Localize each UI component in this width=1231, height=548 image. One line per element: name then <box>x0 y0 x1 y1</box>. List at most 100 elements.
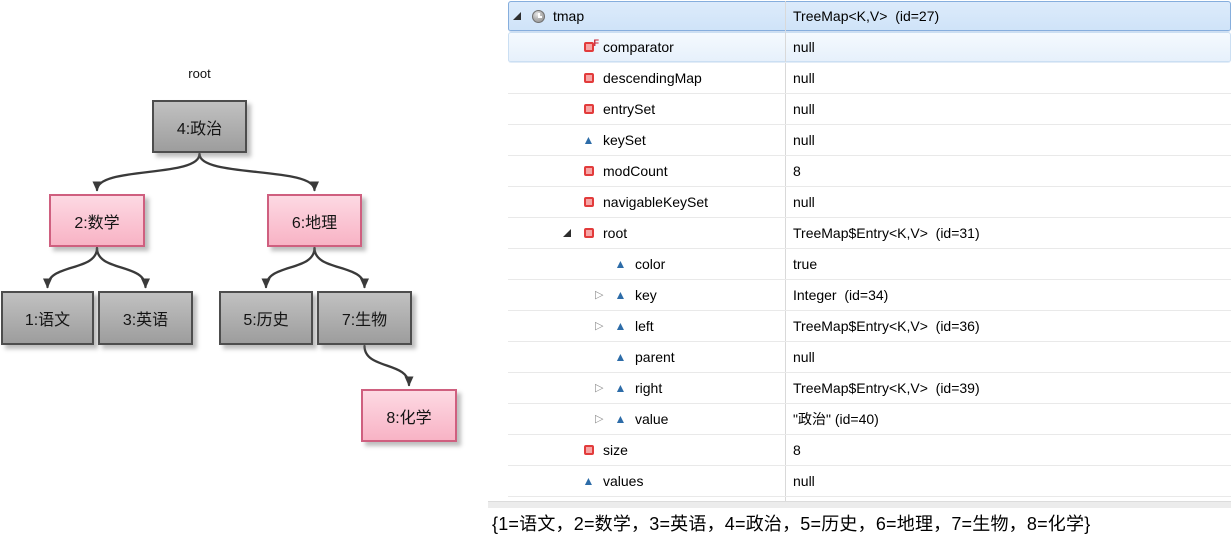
variable-name: entrySet <box>603 101 656 117</box>
detail-pane-divider[interactable] <box>488 501 1231 508</box>
tree-node-label: 4:政治 <box>176 120 223 138</box>
tree-node-n6: 6:地理 <box>267 194 362 247</box>
variable-value: null <box>785 466 1231 496</box>
protected-field-icon: ▲ <box>614 257 627 271</box>
collapsed-arrow-icon[interactable]: ▷ <box>595 412 604 425</box>
protected-field-icon: ▲ <box>614 288 627 302</box>
variable-name: descendingMap <box>603 70 702 86</box>
tree-edge <box>95 246 150 289</box>
variable-name-cell: ▷ ▲ value <box>508 404 785 434</box>
tree-node-label: 7:生物 <box>341 312 388 329</box>
variable-name: comparator <box>603 39 674 55</box>
private-field-icon <box>580 73 597 83</box>
variable-row-entrySet[interactable]: entrySet null <box>508 94 1231 125</box>
private-field-icon <box>580 228 597 238</box>
variable-value: null <box>785 125 1231 155</box>
variable-name-cell: ▷ ▲ right <box>508 373 785 403</box>
tree-node-label: 5:历史 <box>243 312 289 329</box>
detail-pane[interactable]: {1=语文，2=数学，3=英语，4=政治，5=历史，6=地理，7=生物，8=化学… <box>492 510 1227 536</box>
variable-value: true <box>785 249 1231 279</box>
variable-name: key <box>635 287 657 303</box>
variable-value: null <box>785 32 1231 62</box>
variable-value: 8 <box>785 156 1231 186</box>
variable-name-cell: ▲keySet <box>508 125 785 155</box>
collapsed-arrow-icon[interactable]: ▷ <box>595 381 604 394</box>
variable-name-cell: ▲parent <box>508 342 785 372</box>
protected-field-icon: ▲ <box>614 412 627 426</box>
protected-field-icon: ▲ <box>614 381 627 395</box>
variable-name: color <box>635 256 666 272</box>
variable-name-cell: modCount <box>508 156 785 186</box>
tree-node-n2: 2:数学 <box>49 194 145 247</box>
variable-value: null <box>785 342 1231 372</box>
expanded-arrow-icon[interactable] <box>560 229 580 237</box>
variable-row-key[interactable]: ▷ ▲ key Integer (id=34) <box>508 280 1231 311</box>
variable-name-cell: ▲ values <box>508 466 785 496</box>
collapsed-arrow-icon[interactable]: ▷ <box>595 288 604 301</box>
variable-name-cell: size <box>508 435 785 465</box>
diagram-edges <box>43 152 414 387</box>
local-variable-clock-icon <box>530 9 547 23</box>
tree-edge <box>261 246 316 289</box>
variable-value: TreeMap$Entry<K,V> (id=36) <box>785 311 1231 341</box>
variable-name-cell: navigableKeySet <box>508 187 785 217</box>
tree-node-n5: 5:历史 <box>219 291 313 345</box>
tree-edge <box>313 246 369 289</box>
tree-node-label: 1:语文 <box>24 312 71 329</box>
variable-name: value <box>635 411 669 427</box>
private-field-icon <box>580 197 597 207</box>
tree-node-label: 3:英语 <box>122 312 169 329</box>
variable-name: tmap <box>553 8 585 24</box>
protected-field-icon: ▲ <box>614 319 627 333</box>
variable-row-navigableKeySet[interactable]: navigableKeySet null <box>508 187 1231 218</box>
protected-field-icon: ▲ <box>582 474 595 488</box>
variable-row-color[interactable]: ▲ color true <box>508 249 1231 280</box>
variable-value: "政治" (id=40) <box>785 404 1231 434</box>
variable-name: modCount <box>603 163 668 179</box>
variable-value: null <box>785 94 1231 124</box>
tree-edge <box>43 246 99 289</box>
variable-row-tmap[interactable]: tmap TreeMap<K,V> (id=27) <box>508 1 1231 32</box>
collapsed-arrow-icon[interactable]: ▷ <box>595 319 604 332</box>
column-separator <box>785 497 786 502</box>
variable-name: values <box>603 473 644 489</box>
private-field-icon: F <box>580 39 599 52</box>
variable-row-values[interactable]: ▲ values null <box>508 466 1231 497</box>
variable-name-cell: descendingMap <box>508 63 785 93</box>
private-field-icon <box>580 445 597 455</box>
variable-row-value[interactable]: ▷ ▲ value "政治" (id=40) <box>508 404 1231 435</box>
variable-name-cell: ▷ ▲ key <box>508 280 785 310</box>
variable-row-right[interactable]: ▷ ▲ right TreeMap$Entry<K,V> (id=39) <box>508 373 1231 404</box>
expanded-arrow-icon[interactable] <box>510 12 530 20</box>
variable-name: right <box>635 380 663 396</box>
variable-name-cell: ▷▲left <box>508 311 785 341</box>
tree-edge <box>92 152 201 192</box>
variable-row-modCount[interactable]: modCount 8 <box>508 156 1231 187</box>
variable-name: navigableKeySet <box>603 194 709 210</box>
tree-node-n1: 1:语文 <box>1 291 94 345</box>
tree-edge <box>198 152 319 192</box>
variable-value: null <box>785 187 1231 217</box>
variable-value: 8 <box>785 435 1231 465</box>
variable-value: Integer (id=34) <box>785 280 1231 310</box>
variable-name: parent <box>635 349 675 365</box>
variable-value: TreeMap$Entry<K,V> (id=39) <box>785 373 1231 403</box>
diagram-root-label: root <box>188 66 211 81</box>
variable-row-root[interactable]: root TreeMap$Entry<K,V> (id=31) <box>508 218 1231 249</box>
variable-value: TreeMap<K,V> (id=27) <box>785 1 1231 31</box>
variable-name-cell: tmap <box>508 1 785 31</box>
variable-name: root <box>603 225 628 241</box>
variable-value: TreeMap$Entry<K,V> (id=31) <box>785 218 1231 248</box>
variable-name-cell: root <box>508 218 785 248</box>
tree-node-label: 6:地理 <box>291 214 338 232</box>
variable-name: keySet <box>603 132 646 148</box>
